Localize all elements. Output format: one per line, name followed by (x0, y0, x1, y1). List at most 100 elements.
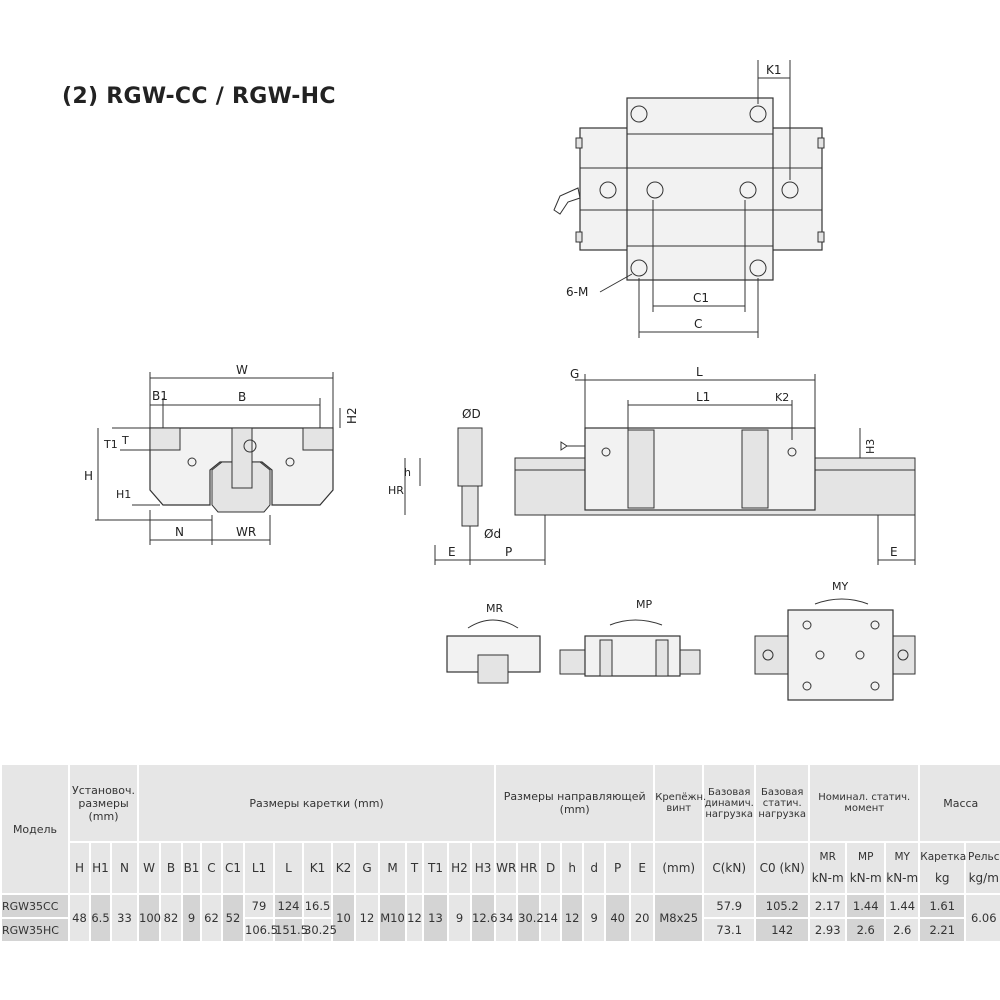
col-header-wr: WR (496, 843, 516, 893)
cell-k1: 16.5 (304, 895, 331, 917)
cell-d: 14 (541, 895, 561, 941)
col-header-k1: K1 (304, 843, 331, 893)
cell-my: 1.44 (886, 895, 919, 917)
dim-label-6m: 6-M (566, 285, 588, 299)
cell-mass: 2.21 (920, 919, 965, 941)
moment-label-mr: MR (486, 602, 503, 615)
cell-c0: 105.2 (756, 895, 809, 917)
dim-label-od-small: Ød (484, 527, 501, 541)
col-header-d: D (541, 843, 561, 893)
dim-label-c1: C1 (693, 291, 709, 305)
cell-c: 57.9 (704, 895, 755, 917)
col-header-c0kn: C0 (kN) (756, 843, 809, 893)
col-header-b: B (161, 843, 181, 893)
dim-label-t1: T1 (103, 438, 118, 451)
col-header-l1: L1 (245, 843, 273, 893)
col-header-c1: C1 (223, 843, 243, 893)
col-header-bolt: (mm) (655, 843, 703, 893)
col-header-p: P (606, 843, 630, 893)
dim-label-h3: H3 (864, 439, 877, 454)
dim-label-h1: H1 (116, 488, 131, 501)
dim-label-t: T (121, 434, 129, 447)
dim-label-e-right: E (890, 545, 898, 559)
dim-label-c: C (694, 317, 702, 331)
col-header-c: C (202, 843, 221, 893)
specification-table: Модель Установоч. размеры (mm) Размеры к… (0, 763, 1000, 943)
cell-b1: 9 (183, 895, 200, 941)
cell-hr: 30.2 (518, 895, 544, 941)
col-header-my: MY kN-m (886, 843, 919, 893)
col-header-ckn: C(kN) (704, 843, 755, 893)
cell-e: 20 (631, 895, 654, 941)
side-view-drawing: G L L1 K2 H3 ØD h HR Ød E P E (388, 365, 916, 565)
cell-w: 100 (139, 895, 161, 941)
cell-b: 82 (161, 895, 181, 941)
moment-my-drawing: MY (754, 580, 916, 701)
col-header-mp: MP kN-m (847, 843, 885, 893)
dim-label-p: P (505, 545, 512, 559)
dim-label-h-small: h (404, 466, 411, 479)
col-header-g: G (356, 843, 378, 893)
header-moment: Номинал. статич. момент (810, 765, 919, 841)
col-header-l: L (275, 843, 302, 893)
col-header-d: d (584, 843, 605, 893)
dim-label-od: ØD (462, 407, 481, 421)
header-stat-load: Базовая статич. нагрузка (756, 765, 809, 841)
cell-mp: 2.6 (847, 919, 885, 941)
cell-l: 124 (275, 895, 302, 917)
dim-label-k1: K1 (766, 63, 782, 77)
col-header-label: MR (819, 851, 836, 863)
cell-m: M10 (380, 895, 405, 941)
dim-label-l: L (696, 365, 703, 379)
header-mass: Масса (920, 765, 1000, 841)
col-header-h: H (70, 843, 89, 893)
col-header-n: N (112, 843, 137, 893)
col-header-unit: kN-m (811, 871, 844, 885)
cell-t: 12 (407, 895, 422, 941)
col-header-hr: HR (518, 843, 540, 893)
col-header-label: MY (894, 851, 910, 863)
cell-rail_mass: 6.06 (966, 895, 1000, 941)
header-model: Модель (2, 765, 68, 893)
dim-label-n: N (175, 525, 184, 539)
cell-wr: 34 (496, 895, 517, 941)
moment-mr-drawing: MR (446, 602, 541, 684)
col-header-unit: kN-m (849, 871, 882, 885)
dim-label-h2: H2 (345, 407, 359, 424)
dim-label-w: W (236, 363, 248, 377)
dim-label-g: G (570, 367, 579, 381)
cell-t1: 13 (424, 895, 447, 941)
cell-bolt: M8x25 (655, 895, 703, 941)
dim-label-b: B (238, 390, 246, 404)
col-header-h2: H2 (449, 843, 470, 893)
cell-g: 12 (356, 895, 378, 941)
col-header-t1: T1 (424, 843, 447, 893)
cell-h3: 12.6 (472, 895, 498, 941)
col-header-label: MP (858, 851, 874, 863)
cell-c0: 142 (756, 919, 809, 941)
moment-label-mp: MP (636, 598, 652, 611)
col-header-label: Каретка (920, 851, 967, 863)
col-header-unit: kg/m (968, 871, 999, 885)
cell-k1: 30.25 (304, 919, 337, 941)
cell-h2: 9 (449, 895, 470, 941)
cell-d: 9 (584, 895, 605, 941)
cell-h1: 6.5 (91, 895, 110, 941)
col-header-k2: K2 (333, 843, 354, 893)
model-name: RGW35HC (2, 919, 68, 941)
cell-p: 40 (606, 895, 630, 941)
col-header-t: T (407, 843, 422, 893)
dim-label-l1: L1 (696, 390, 710, 404)
col-header-unit: kN-m (886, 871, 919, 885)
col-header-label: Рельс (968, 851, 1000, 863)
cell-c: 62 (202, 895, 221, 941)
cell-k2: 10 (333, 895, 354, 941)
top-view-drawing: K1 C1 C 6-M (553, 60, 825, 338)
col-header-mr: MR kN-m (810, 843, 846, 893)
col-header-m: M (380, 843, 405, 893)
technical-drawings: K1 C1 C 6-M W B1 B H2 T1 (84, 60, 916, 701)
